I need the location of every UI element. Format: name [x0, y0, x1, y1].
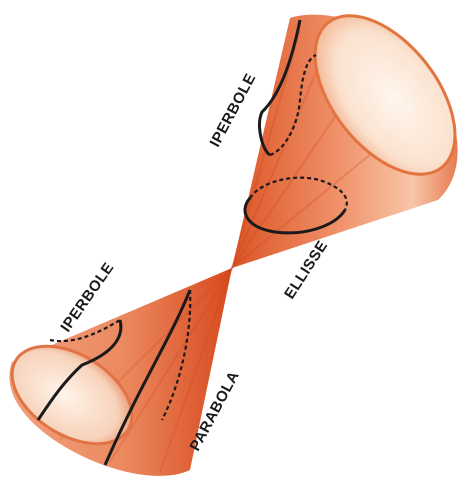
label-top-hyperbola: IPERBOLE [207, 71, 260, 150]
